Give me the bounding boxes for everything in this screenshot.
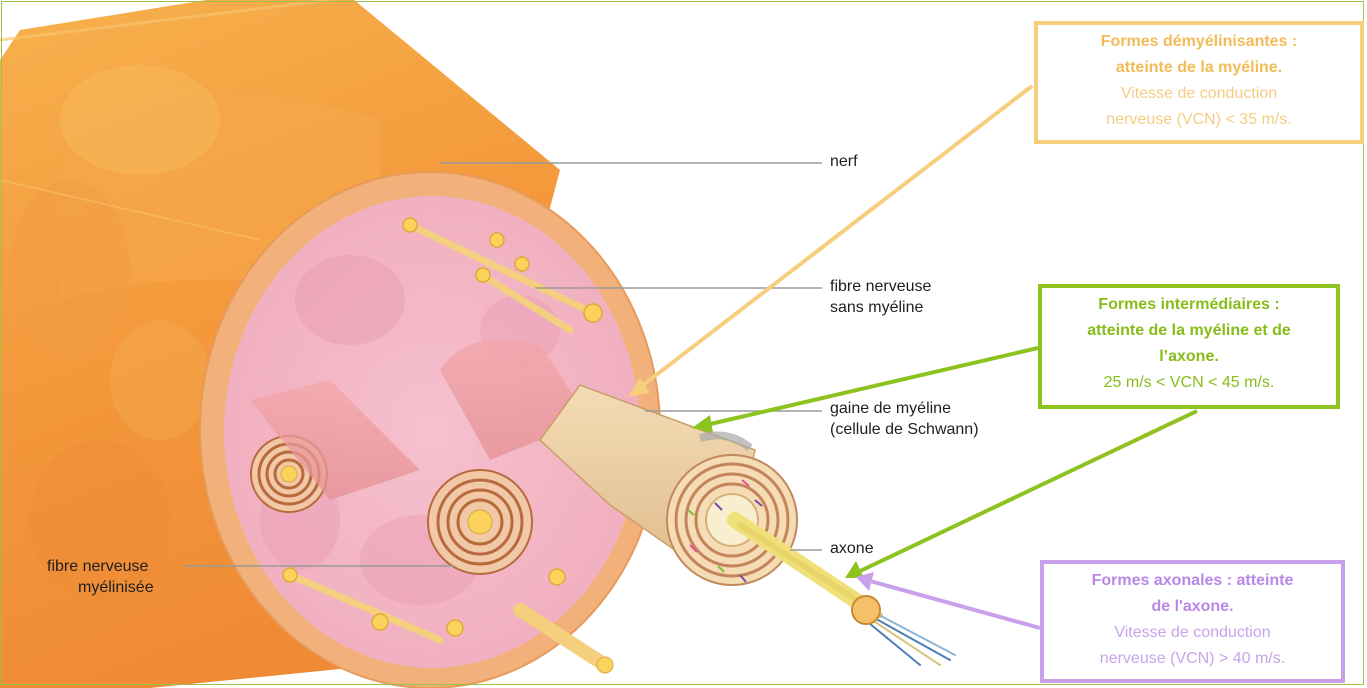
inter-title-2: atteinte de la myéline et de [1042,318,1336,344]
arrow-axonales [856,572,1040,628]
demy-sub-1: Vitesse de conduction [1038,81,1360,107]
label-nerf: nerf [830,151,858,172]
axo-title-2: de l'axone. [1044,594,1341,620]
label-fibre-myelinisee-1: fibre nerveuse [47,556,148,577]
arrow-demyelinisantes [628,86,1032,397]
label-fibre-sans-myeline-1: fibre nerveuse [830,276,931,297]
callout-formes-axonales: Formes axonales : atteinte de l'axone. V… [1040,560,1345,683]
demy-sub-2: nerveuse (VCN) < 35 m/s. [1038,107,1360,133]
axo-title-1: Formes axonales : atteinte [1044,568,1341,594]
myelinated-fibre-large [428,470,532,574]
axo-sub-2: nerveuse (VCN) > 40 m/s. [1044,646,1341,672]
inter-title-3: l’axone. [1042,344,1336,370]
label-axone: axone [830,538,874,559]
label-fibre-sans-myeline-2: sans myéline [830,297,923,318]
inter-title-1: Formes intermédiaires : [1042,292,1336,318]
label-gaine-2: (cellule de Schwann) [830,419,979,440]
callout-formes-demyelinisantes: Formes démyélinisantes : atteinte de la … [1034,21,1364,144]
demy-title-1: Formes démyélinisantes : [1038,29,1360,55]
label-gaine-1: gaine de myéline [830,398,951,419]
label-fibre-myelinisee-2: myélinisée [78,577,154,598]
callout-formes-intermediaires: Formes intermédiaires : atteinte de la m… [1038,284,1340,409]
axo-sub-1: Vitesse de conduction [1044,620,1341,646]
demy-title-2: atteinte de la myéline. [1038,55,1360,81]
inter-sub-1: 25 m/s < VCN < 45 m/s. [1042,370,1336,396]
